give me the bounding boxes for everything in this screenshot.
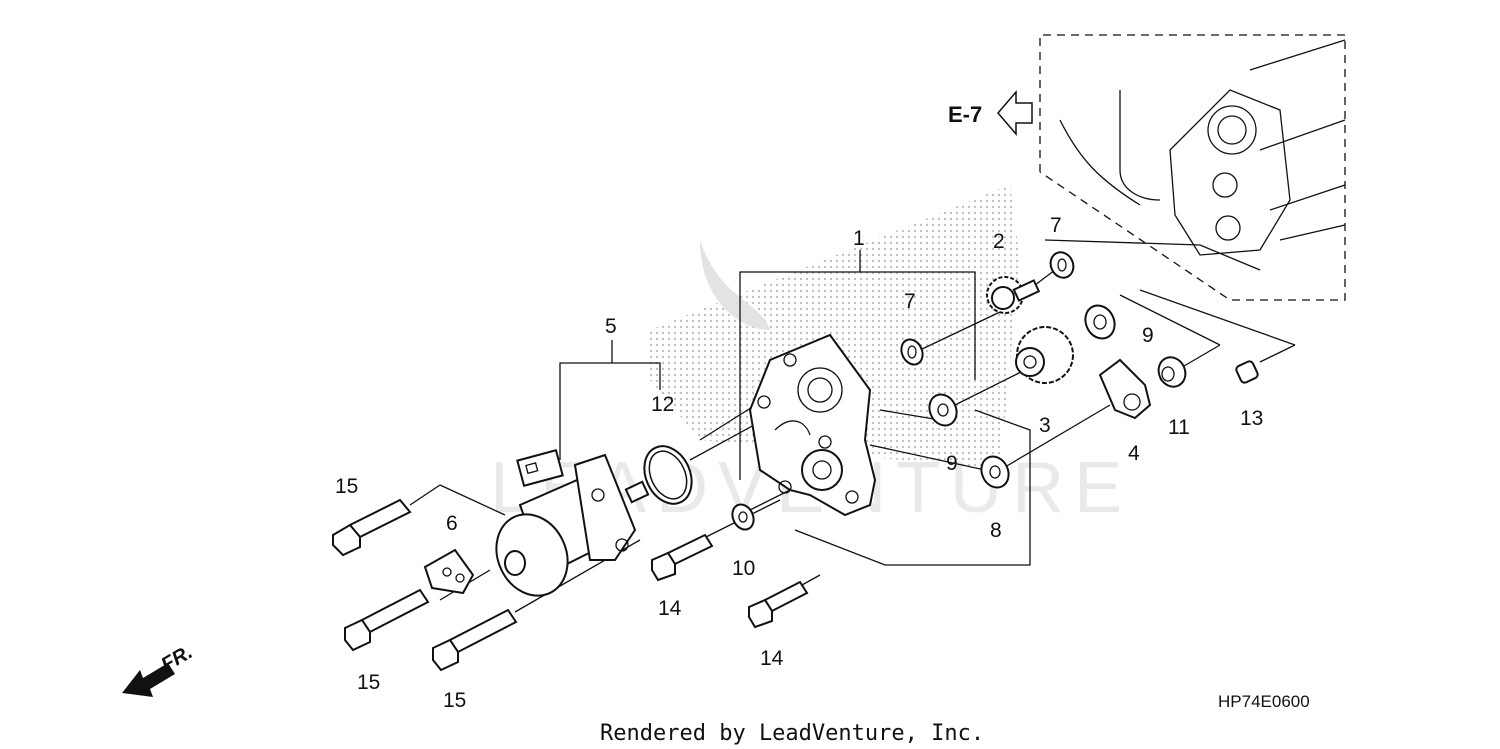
- callout-8: 8: [990, 519, 1002, 542]
- callout-9-lower: 9: [946, 452, 958, 475]
- callout-15-b: 15: [357, 671, 380, 694]
- reference-e7-label: E-7: [948, 102, 982, 127]
- bearing-8[interactable]: [976, 452, 1013, 492]
- shift-cover[interactable]: [748, 333, 877, 517]
- callout-15-a: 15: [335, 475, 358, 498]
- callout-14-a: 14: [658, 597, 682, 620]
- gear-3[interactable]: [1015, 326, 1074, 384]
- callout-6: 6: [446, 512, 458, 535]
- bolt-14-b[interactable]: [748, 580, 809, 629]
- bracket-6[interactable]: [423, 548, 475, 595]
- front-indicator: FR.: [122, 641, 196, 697]
- washer-10[interactable]: [728, 501, 757, 533]
- callout-2: 2: [993, 230, 1005, 253]
- reference-e7[interactable]: E-7: [948, 89, 1033, 137]
- bolt-15-a[interactable]: [332, 498, 412, 557]
- crankcase-reference-box: [1039, 34, 1346, 301]
- callout-12: 12: [651, 393, 674, 416]
- bolt-15-b[interactable]: [344, 588, 430, 652]
- callout-7-left: 7: [904, 290, 916, 313]
- callout-1: 1: [853, 227, 865, 250]
- shift-arm[interactable]: [1098, 358, 1152, 420]
- callout-4: 4: [1128, 442, 1140, 465]
- dowel-pin-13[interactable]: [1235, 360, 1259, 384]
- front-arrow-icon: [122, 663, 175, 697]
- bearing-7-left[interactable]: [897, 336, 926, 368]
- callout-15-c: 15: [443, 689, 466, 712]
- callout-7-upper: 7: [1050, 214, 1062, 237]
- callout-3: 3: [1039, 414, 1051, 437]
- shift-motor[interactable]: [483, 449, 650, 607]
- drawing-code: HP74E0600: [1218, 692, 1310, 711]
- callout-5: 5: [605, 315, 617, 338]
- callout-14-b: 14: [760, 647, 784, 670]
- callout-numbers: 1 2 3 4 5 6 7 7 8 9 9 10 11 12 13 14 14 …: [335, 214, 1263, 712]
- callout-13: 13: [1240, 407, 1263, 430]
- gear-2[interactable]: [986, 276, 1041, 314]
- callout-9-upper: 9: [1142, 324, 1154, 347]
- footer-credit: Rendered by LeadVenture, Inc.: [600, 721, 984, 746]
- callout-10: 10: [732, 557, 755, 580]
- bushing-11[interactable]: [1154, 353, 1190, 391]
- bearing-9-lower[interactable]: [924, 390, 961, 430]
- bearing-7-upper[interactable]: [1047, 249, 1078, 282]
- callout-11: 11: [1168, 416, 1190, 439]
- left-arrow-icon: [997, 89, 1033, 137]
- bolt-15-c[interactable]: [432, 608, 518, 672]
- bearing-9-upper[interactable]: [1080, 301, 1120, 344]
- o-ring[interactable]: [635, 439, 700, 512]
- bolt-14-a[interactable]: [651, 533, 714, 582]
